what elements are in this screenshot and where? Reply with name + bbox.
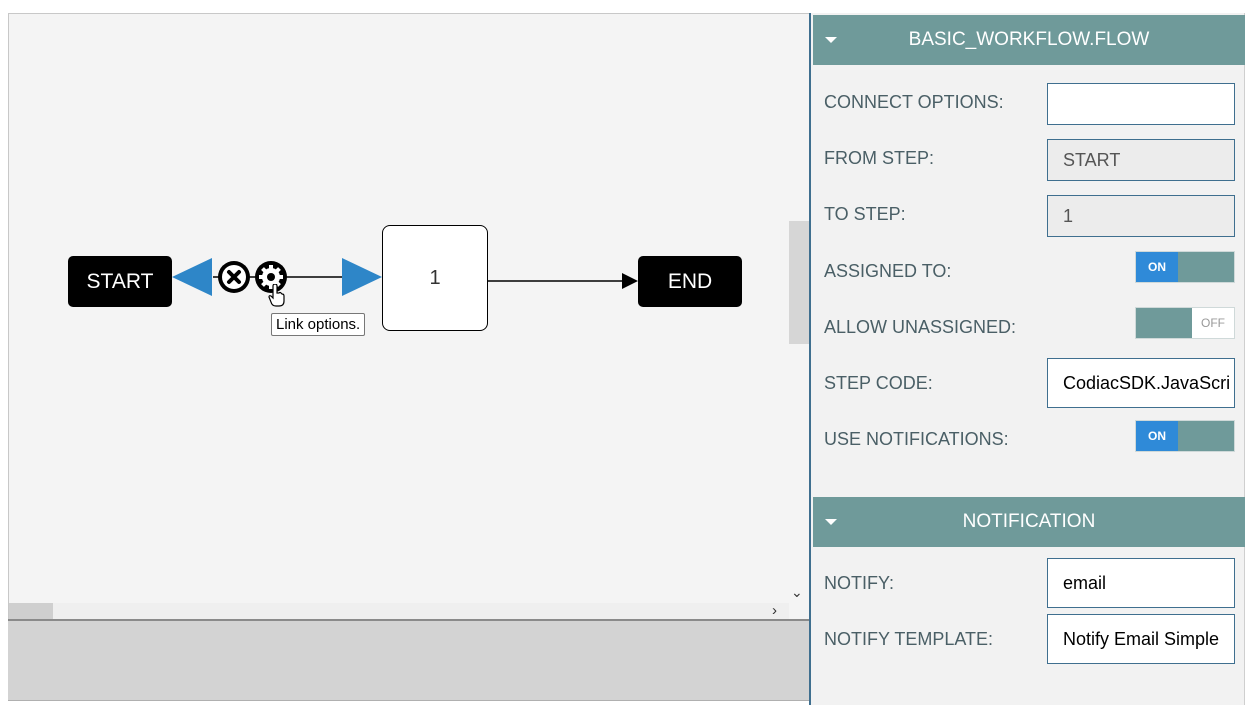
connect-options-label: CONNECT OPTIONS: — [824, 92, 1004, 112]
to-step-input: 1 — [1047, 195, 1235, 237]
use-notifications-toggle[interactable]: ON — [1135, 420, 1235, 452]
toggle-on-knob: ON — [1136, 252, 1178, 282]
step-node[interactable]: 1 — [382, 225, 488, 331]
link-target-arrow[interactable] — [342, 258, 382, 296]
from-step-label: FROM STEP: — [824, 148, 935, 168]
delete-link-button[interactable] — [218, 261, 250, 293]
to-step-label: TO STEP: — [824, 204, 906, 224]
link-source-arrow[interactable] — [172, 258, 212, 296]
assigned-to-toggle[interactable]: ON — [1135, 251, 1235, 283]
links-layer — [172, 258, 638, 296]
notify-template-label: NOTIFY TEMPLATE: — [824, 629, 994, 649]
use-notifications-label: USE NOTIFICATIONS: — [824, 429, 1009, 449]
horizontal-scroll-thumb[interactable] — [9, 603, 53, 619]
end-node-label: END — [667, 269, 713, 293]
link-end-arrowhead — [622, 273, 638, 289]
flow-section-header[interactable]: BASIC_WORKFLOW.FLOW — [813, 15, 1245, 65]
step-code-input[interactable]: CodiacSDK.JavaScri — [1047, 358, 1235, 408]
toggle-off-knob: OFF — [1192, 308, 1234, 338]
vertical-scroll-thumb[interactable] — [789, 221, 810, 344]
link-options-button[interactable] — [255, 261, 287, 293]
step-node-label: 1 — [429, 266, 441, 289]
scroll-down-icon[interactable]: ⌄ — [791, 584, 803, 600]
flow-section-title: BASIC_WORKFLOW.FLOW — [908, 29, 1150, 50]
scroll-right-icon[interactable]: › — [772, 602, 777, 619]
assigned-to-label: ASSIGNED TO: — [824, 261, 952, 281]
notify-label: NOTIFY: — [824, 573, 895, 593]
horizontal-scrollbar[interactable] — [9, 603, 789, 619]
delete-icon — [222, 265, 246, 289]
bottom-panel — [8, 619, 810, 701]
workflow-canvas[interactable]: START 1 END — [8, 13, 810, 619]
properties-panel: BASIC_WORKFLOW.FLOW CONNECT OPTIONS: FRO… — [809, 13, 1245, 705]
start-node[interactable]: START — [68, 256, 172, 307]
allow-unassigned-label: ALLOW UNASSIGNED: — [824, 317, 1017, 337]
link-options-tooltip: Link options. — [271, 313, 366, 336]
step-code-label: STEP CODE: — [824, 373, 933, 393]
hand-cursor-icon — [268, 284, 285, 307]
connect-options-input[interactable] — [1047, 83, 1235, 125]
from-step-input: START — [1047, 139, 1235, 181]
notify-template-input[interactable]: Notify Email Simple — [1047, 614, 1235, 664]
gear-icon — [259, 265, 283, 289]
allow-unassigned-toggle[interactable]: OFF — [1135, 307, 1235, 339]
notify-input[interactable]: email — [1047, 558, 1235, 608]
start-node-label: START — [86, 269, 154, 293]
end-node[interactable]: END — [638, 256, 742, 307]
collapse-caret-icon[interactable] — [825, 519, 837, 525]
notification-section-title: NOTIFICATION — [962, 511, 1096, 532]
collapse-caret-icon[interactable] — [825, 37, 837, 43]
toggle-on-knob: ON — [1136, 421, 1178, 451]
notification-section-header[interactable]: NOTIFICATION — [813, 497, 1245, 547]
